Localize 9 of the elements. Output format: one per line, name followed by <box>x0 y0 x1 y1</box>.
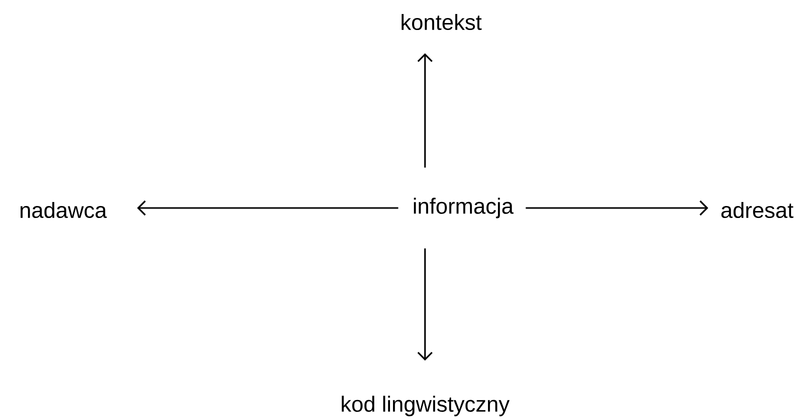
node-label: kontekst <box>402 14 482 30</box>
arrow <box>417 248 433 361</box>
arrow <box>137 200 398 216</box>
node-label: kod lingwistyczny <box>342 396 510 416</box>
arrow <box>526 200 708 216</box>
node-label: nadawca <box>20 202 107 218</box>
node-label: adresat <box>721 202 794 218</box>
arrow <box>417 53 433 168</box>
node-label: informacja <box>414 198 514 218</box>
